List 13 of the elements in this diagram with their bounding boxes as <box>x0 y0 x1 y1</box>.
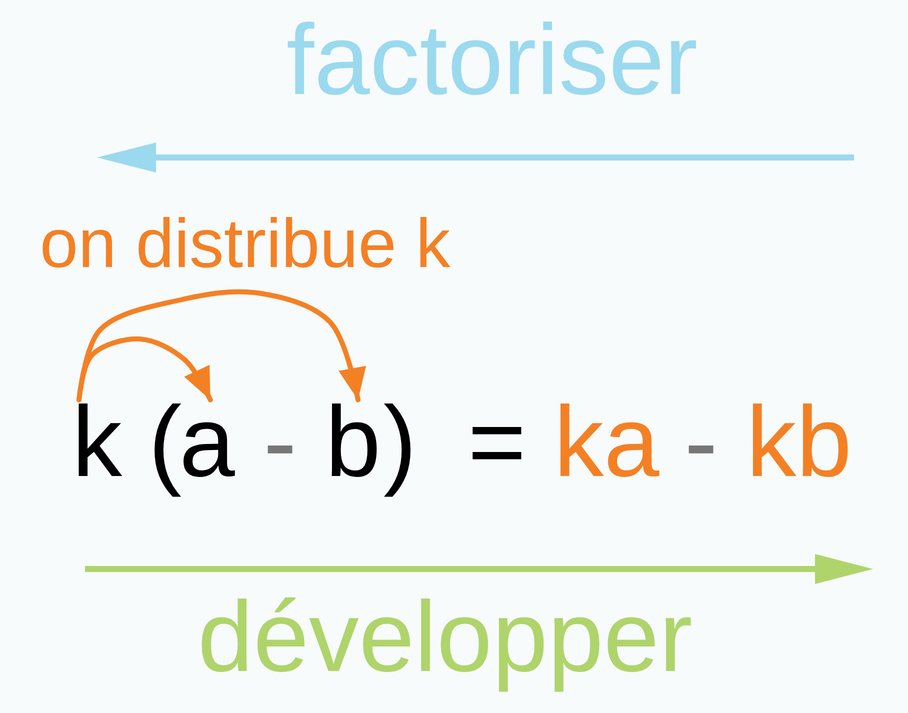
closing-parenthesis: ) <box>383 384 417 500</box>
variable-letter: k <box>72 400 122 485</box>
opening-parenthesis: ( <box>148 384 182 500</box>
operation-label: développer <box>198 580 692 695</box>
curved-arrow <box>76 289 366 402</box>
minus-sign: - <box>684 384 718 500</box>
variable-letter: b <box>325 400 381 485</box>
product-term: kb <box>746 384 852 500</box>
equals-sign: = <box>468 384 526 500</box>
annotation-text: on distribue k <box>40 204 450 284</box>
operation-label: factoriser <box>286 3 698 118</box>
minus-sign: - <box>263 384 297 500</box>
product-term: ka <box>554 384 660 500</box>
